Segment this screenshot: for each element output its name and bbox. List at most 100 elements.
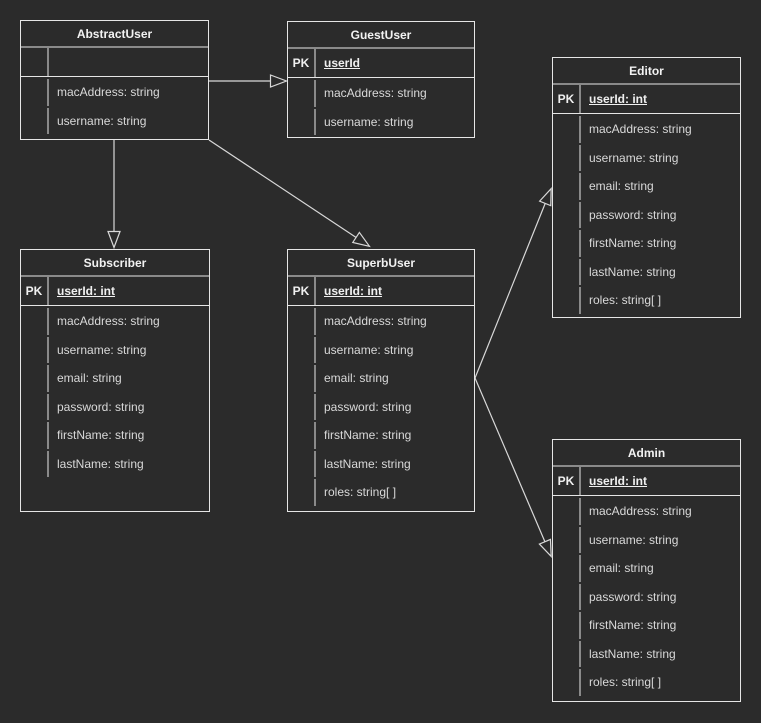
attribute-text: roles: string[ ] bbox=[589, 293, 662, 308]
attribute-section: macAddress: string username: string email:… bbox=[288, 306, 474, 511]
attribute-text: password: string bbox=[324, 399, 412, 414]
attribute-gutter bbox=[288, 365, 316, 392]
entity-abstract-user[interactable]: AbstractUser macAddress: string username: … bbox=[20, 20, 209, 140]
attribute-text: firstName: string bbox=[324, 428, 412, 443]
attribute-row: macAddress: string bbox=[21, 307, 209, 336]
attribute-gutter bbox=[553, 640, 581, 667]
attribute-row: lastName: string bbox=[553, 258, 740, 287]
entity-title-abstract-user: AbstractUser bbox=[21, 21, 208, 48]
attribute-row: firstName: string bbox=[553, 611, 740, 640]
attribute-gutter bbox=[553, 555, 581, 582]
pk-label: PK bbox=[553, 467, 581, 495]
attribute-row: lastName: string bbox=[288, 450, 474, 479]
pk-value: userId bbox=[324, 56, 361, 70]
attribute-row: roles: string[ ] bbox=[553, 668, 740, 697]
attribute-gutter bbox=[21, 422, 49, 449]
attribute-row: username: string bbox=[288, 336, 474, 365]
attribute-gutter bbox=[553, 669, 581, 696]
attribute-text: firstName: string bbox=[589, 236, 677, 251]
attribute-gutter bbox=[21, 308, 49, 335]
attribute-gutter bbox=[553, 230, 581, 257]
pk-label: PK bbox=[288, 277, 316, 305]
pk-label: PK bbox=[21, 277, 49, 305]
attribute-gutter bbox=[288, 479, 316, 506]
attribute-text: macAddress: string bbox=[57, 85, 160, 100]
entity-title-guest-user: GuestUser bbox=[288, 22, 474, 49]
attribute-row: email: string bbox=[21, 364, 209, 393]
attribute-row: password: string bbox=[553, 201, 740, 230]
attribute-row: macAddress: string bbox=[553, 497, 740, 526]
pk-value: userId: int bbox=[324, 284, 383, 298]
attribute-text: password: string bbox=[589, 207, 677, 222]
attribute-gutter bbox=[553, 201, 581, 228]
pk-value bbox=[49, 48, 208, 76]
attribute-text: email: string bbox=[324, 371, 389, 386]
attribute-text: email: string bbox=[57, 371, 122, 386]
attribute-gutter bbox=[21, 79, 49, 106]
attribute-row: lastName: string bbox=[21, 450, 209, 479]
attribute-text: macAddress: string bbox=[324, 86, 427, 101]
attribute-text: macAddress: string bbox=[589, 122, 692, 137]
attribute-gutter bbox=[553, 612, 581, 639]
attribute-text: lastName: string bbox=[324, 456, 411, 471]
attribute-gutter bbox=[21, 450, 49, 477]
attribute-row: macAddress: string bbox=[288, 307, 474, 336]
attribute-gutter bbox=[553, 173, 581, 200]
attribute-text: password: string bbox=[57, 399, 145, 414]
pk-label: PK bbox=[288, 49, 316, 77]
attribute-text: username: string bbox=[57, 342, 147, 357]
attribute-text: lastName: string bbox=[589, 646, 676, 661]
attribute-gutter bbox=[288, 80, 316, 107]
attribute-row: email: string bbox=[288, 364, 474, 393]
attribute-row: firstName: string bbox=[553, 229, 740, 258]
attribute-row: email: string bbox=[553, 554, 740, 583]
attribute-text: username: string bbox=[324, 342, 414, 357]
attribute-row: username: string bbox=[21, 336, 209, 365]
attribute-row: macAddress: string bbox=[21, 78, 208, 107]
attribute-text: username: string bbox=[589, 532, 679, 547]
attribute-row: roles: string[ ] bbox=[288, 478, 474, 507]
attribute-row: macAddress: string bbox=[288, 79, 474, 108]
attribute-row: username: string bbox=[288, 108, 474, 137]
attribute-row: firstName: string bbox=[21, 421, 209, 450]
attribute-gutter bbox=[288, 108, 316, 135]
attribute-text: macAddress: string bbox=[324, 314, 427, 329]
attribute-gutter bbox=[553, 583, 581, 610]
connection-superb-user-to-admin[interactable] bbox=[474, 377, 552, 559]
entity-title-superb-user: SuperbUser bbox=[288, 250, 474, 277]
attribute-text: email: string bbox=[589, 561, 654, 576]
attribute-gutter bbox=[21, 107, 49, 134]
attribute-row: lastName: string bbox=[553, 640, 740, 669]
attribute-text: email: string bbox=[589, 179, 654, 194]
attribute-text: lastName: string bbox=[589, 264, 676, 279]
entity-title-admin: Admin bbox=[553, 440, 740, 467]
attribute-row: password: string bbox=[288, 393, 474, 422]
attribute-gutter bbox=[288, 422, 316, 449]
attribute-row: firstName: string bbox=[288, 421, 474, 450]
attribute-text: macAddress: string bbox=[57, 314, 160, 329]
connection-superb-user-to-editor[interactable] bbox=[474, 186, 552, 379]
attribute-text: username: string bbox=[589, 150, 679, 165]
pk-label bbox=[21, 48, 49, 76]
attribute-text: firstName: string bbox=[57, 428, 145, 443]
attribute-gutter bbox=[553, 144, 581, 171]
attribute-text: macAddress: string bbox=[589, 504, 692, 519]
attribute-text: username: string bbox=[57, 113, 147, 128]
connection-abstract-user-to-superb-user[interactable] bbox=[208, 139, 371, 248]
attribute-gutter bbox=[288, 450, 316, 477]
pk-value: userId: int bbox=[589, 92, 648, 106]
attribute-section: macAddress: string username: string email:… bbox=[553, 114, 740, 317]
attribute-row: password: string bbox=[553, 583, 740, 612]
attribute-row: username: string bbox=[553, 144, 740, 173]
attribute-gutter bbox=[21, 336, 49, 363]
attribute-gutter bbox=[553, 116, 581, 143]
